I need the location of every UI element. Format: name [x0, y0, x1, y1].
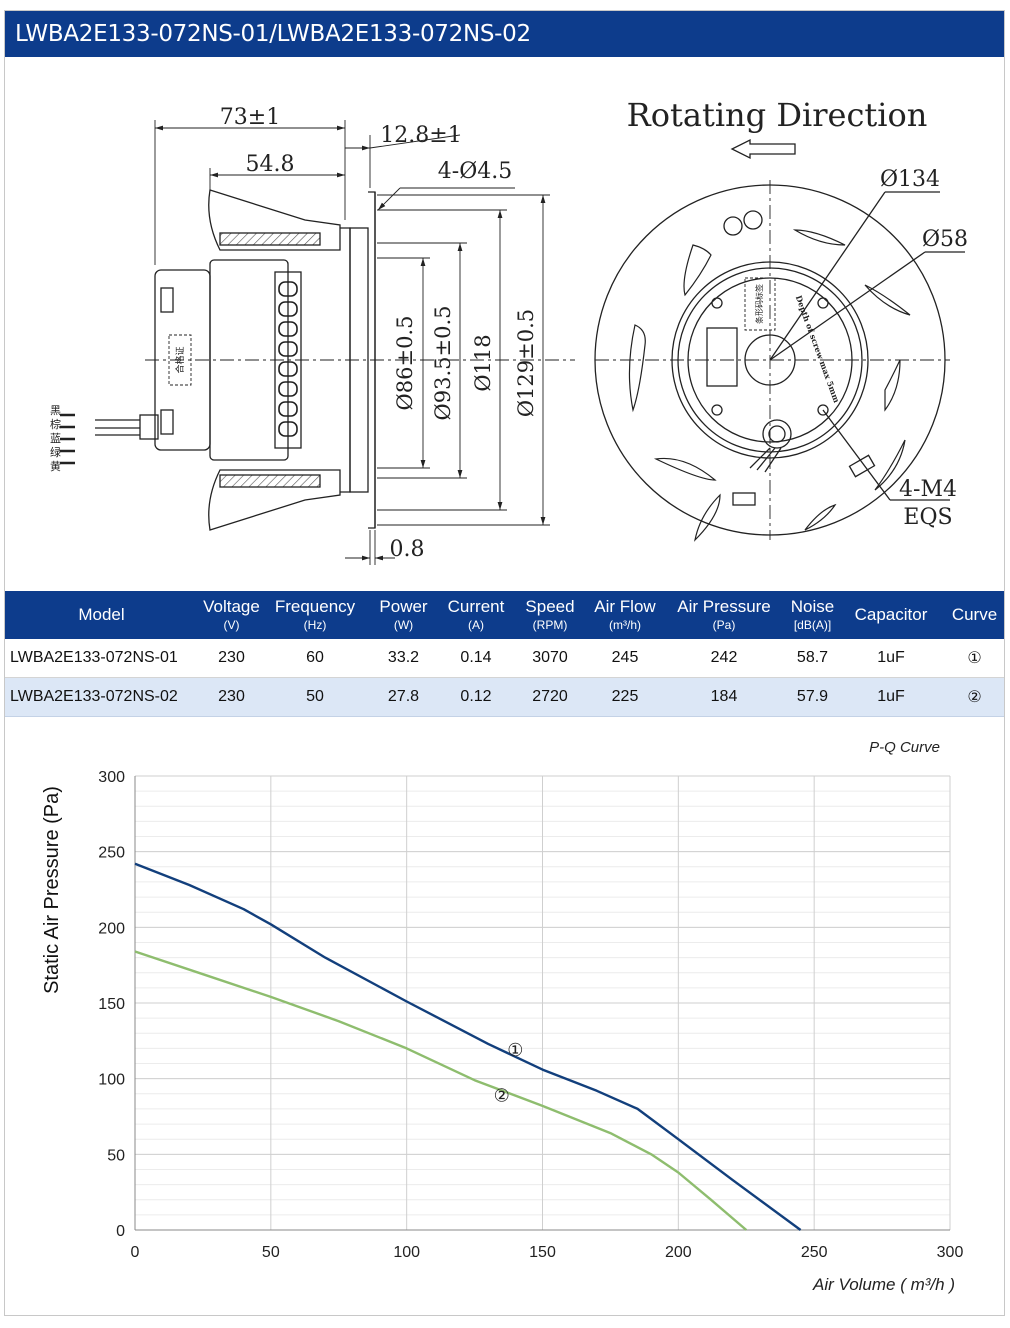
col-header: Voltage(V): [198, 591, 265, 639]
cell: 60: [265, 639, 365, 678]
technical-drawing: 合格证 黄 绿 蓝 棕 黑 73±1: [50, 96, 968, 565]
chart-series: ①②: [134, 862, 802, 1231]
cell: 3070: [510, 639, 590, 678]
spec-table: Model Voltage(V) Frequency(Hz) Power(W) …: [5, 591, 1004, 717]
side-dimensions: [154, 120, 550, 565]
cell: 1uF: [837, 639, 945, 678]
y-tick-label: 100: [98, 1072, 125, 1089]
y-tick-label: 0: [116, 1223, 125, 1240]
table-row: LWBA2E133-072NS-02 230 50 27.8 0.12 2720…: [5, 677, 1004, 717]
page-title: LWBA2E133-072NS-01/LWBA2E133-072NS-02: [5, 11, 1004, 57]
cell: ①: [945, 639, 1004, 678]
cell: 242: [660, 639, 788, 678]
table-row: LWBA2E133-072NS-01 230 60 33.2 0.14 3070…: [5, 639, 1004, 678]
x-tick-label: 100: [393, 1244, 420, 1261]
dim-m4: 4-M4: [899, 477, 957, 502]
cell: 2720: [510, 677, 590, 717]
chart-xlabel: Air Volume ( m³/h ): [812, 1275, 955, 1294]
col-header: Capacitor: [837, 591, 945, 639]
y-tick-label: 300: [98, 769, 125, 786]
cell: 230: [198, 639, 265, 678]
cell: 1uF: [837, 677, 945, 717]
front-view: [594, 180, 965, 542]
cell: 230: [198, 677, 265, 717]
series-line-1: [134, 862, 802, 1231]
chart-grid: [134, 775, 951, 1231]
col-header: Current(A): [442, 591, 510, 639]
label-cert: 合格证: [174, 346, 186, 373]
series-line-2: [134, 950, 748, 1231]
rotating-direction: Rotating Direction: [627, 96, 928, 134]
cell: 57.9: [788, 677, 837, 717]
x-tick-label: 200: [665, 1244, 692, 1261]
col-header: Frequency(Hz): [265, 591, 365, 639]
y-tick-label: 50: [107, 1147, 125, 1164]
series-label-2: ②: [494, 1085, 510, 1105]
x-tick-label: 0: [131, 1244, 140, 1261]
dim-54-8: 54.8: [246, 152, 295, 177]
dim-eqs: EQS: [903, 505, 952, 530]
col-header: Air Pressure(Pa): [660, 591, 788, 639]
dim-73: 73±1: [220, 105, 280, 130]
col-header: Power(W): [365, 591, 442, 639]
cell: 225: [590, 677, 660, 717]
y-tick-label: 250: [98, 845, 125, 862]
cell: 0.14: [442, 639, 510, 678]
wire-labels: 黄 绿 蓝 棕 黑: [50, 404, 61, 473]
x-tick-label: 50: [262, 1244, 280, 1261]
y-tick-label: 200: [98, 920, 125, 937]
rotation-arrow-icon: [730, 138, 796, 160]
table-header-row: Model Voltage(V) Frequency(Hz) Power(W) …: [5, 591, 1004, 639]
side-view: [60, 189, 575, 531]
cell: 0.12: [442, 677, 510, 717]
x-tick-label: 300: [937, 1244, 964, 1261]
col-header: Speed(RPM): [510, 591, 590, 639]
chart-ylabel: Static Air Pressure (Pa): [41, 786, 63, 994]
cell: 33.2: [365, 639, 442, 678]
cell: LWBA2E133-072NS-02: [5, 677, 198, 717]
col-header: Noise[dB(A)]: [788, 591, 837, 639]
dim-129: Ø129±0.5: [514, 309, 538, 417]
col-header: Air Flow(m³/h): [590, 591, 660, 639]
cell: ②: [945, 677, 1004, 717]
wire-label: 黑: [50, 404, 61, 417]
cell: 50: [265, 677, 365, 717]
dim-134: Ø134: [880, 167, 940, 192]
wire-label: 蓝: [50, 432, 61, 445]
wire-label: 黄: [50, 459, 61, 473]
hub-label: 条形码标签: [754, 284, 764, 324]
dim-118: Ø118: [471, 334, 495, 391]
dim-86: Ø86±0.5: [393, 316, 417, 411]
dim-0-8: 0.8: [390, 537, 425, 562]
dim-93-5: Ø93.5±0.5: [431, 306, 455, 421]
page-frame: [4, 10, 1005, 1316]
chart-ticks: 0 50 100 150 200 250 300 0 50 100 150 200 250 300: [98, 769, 963, 1261]
x-tick-label: 150: [529, 1244, 556, 1261]
y-tick-label: 150: [98, 996, 125, 1013]
wire-label: 棕: [50, 417, 61, 431]
chart-title: P-Q Curve: [869, 739, 940, 756]
dim-12-8: 12.8±1: [380, 123, 461, 148]
dim-58: Ø58: [922, 227, 968, 252]
wire-label: 绿: [50, 445, 61, 459]
cell: 245: [590, 639, 660, 678]
dim-holes: 4-Ø4.5: [438, 159, 512, 184]
cell: 184: [660, 677, 788, 717]
col-header: Model: [5, 591, 198, 639]
cell: 27.8: [365, 677, 442, 717]
series-label-1: ①: [507, 1040, 523, 1060]
col-header: Curve: [945, 591, 1004, 639]
cell: 58.7: [788, 639, 837, 678]
cell: LWBA2E133-072NS-01: [5, 639, 198, 678]
x-tick-label: 250: [801, 1244, 828, 1261]
